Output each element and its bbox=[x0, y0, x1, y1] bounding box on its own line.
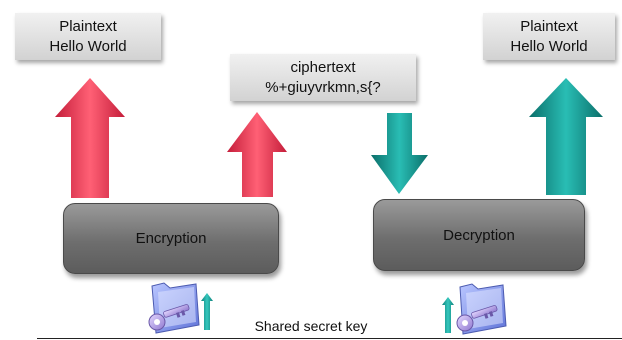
arrow-up-icon bbox=[442, 297, 454, 333]
ciphertext-box: ciphertext %+giuyvrkmn,s{? bbox=[230, 54, 416, 101]
arrow-up-icon bbox=[529, 78, 603, 195]
arrow-up-icon bbox=[227, 112, 287, 197]
arrow-down-icon bbox=[371, 113, 428, 194]
plaintext-box-left: Plaintext Hello World bbox=[15, 13, 161, 60]
shared-key-label: Shared secret key bbox=[254, 318, 368, 334]
decryption-label: Decryption bbox=[443, 226, 515, 244]
arrow-up-icon bbox=[201, 293, 213, 330]
ciphertext-title: ciphertext bbox=[290, 58, 356, 76]
plaintext-box-right: Plaintext Hello World bbox=[483, 13, 615, 60]
encryption-process-box: Encryption bbox=[63, 203, 279, 274]
decryption-process-box: Decryption bbox=[373, 199, 585, 271]
plaintext-title: Plaintext bbox=[520, 17, 578, 35]
plaintext-title: Plaintext bbox=[59, 17, 117, 35]
ciphertext-value: %+giuyvrkmn,s{? bbox=[265, 78, 381, 96]
encryption-label: Encryption bbox=[135, 230, 207, 247]
key-folder-icon bbox=[148, 282, 200, 334]
plaintext-value: Hello World bbox=[510, 37, 588, 55]
plaintext-value: Hello World bbox=[49, 37, 127, 55]
key-folder-icon bbox=[456, 283, 507, 335]
arrow-up-icon bbox=[55, 78, 125, 198]
divider-line bbox=[37, 338, 622, 339]
